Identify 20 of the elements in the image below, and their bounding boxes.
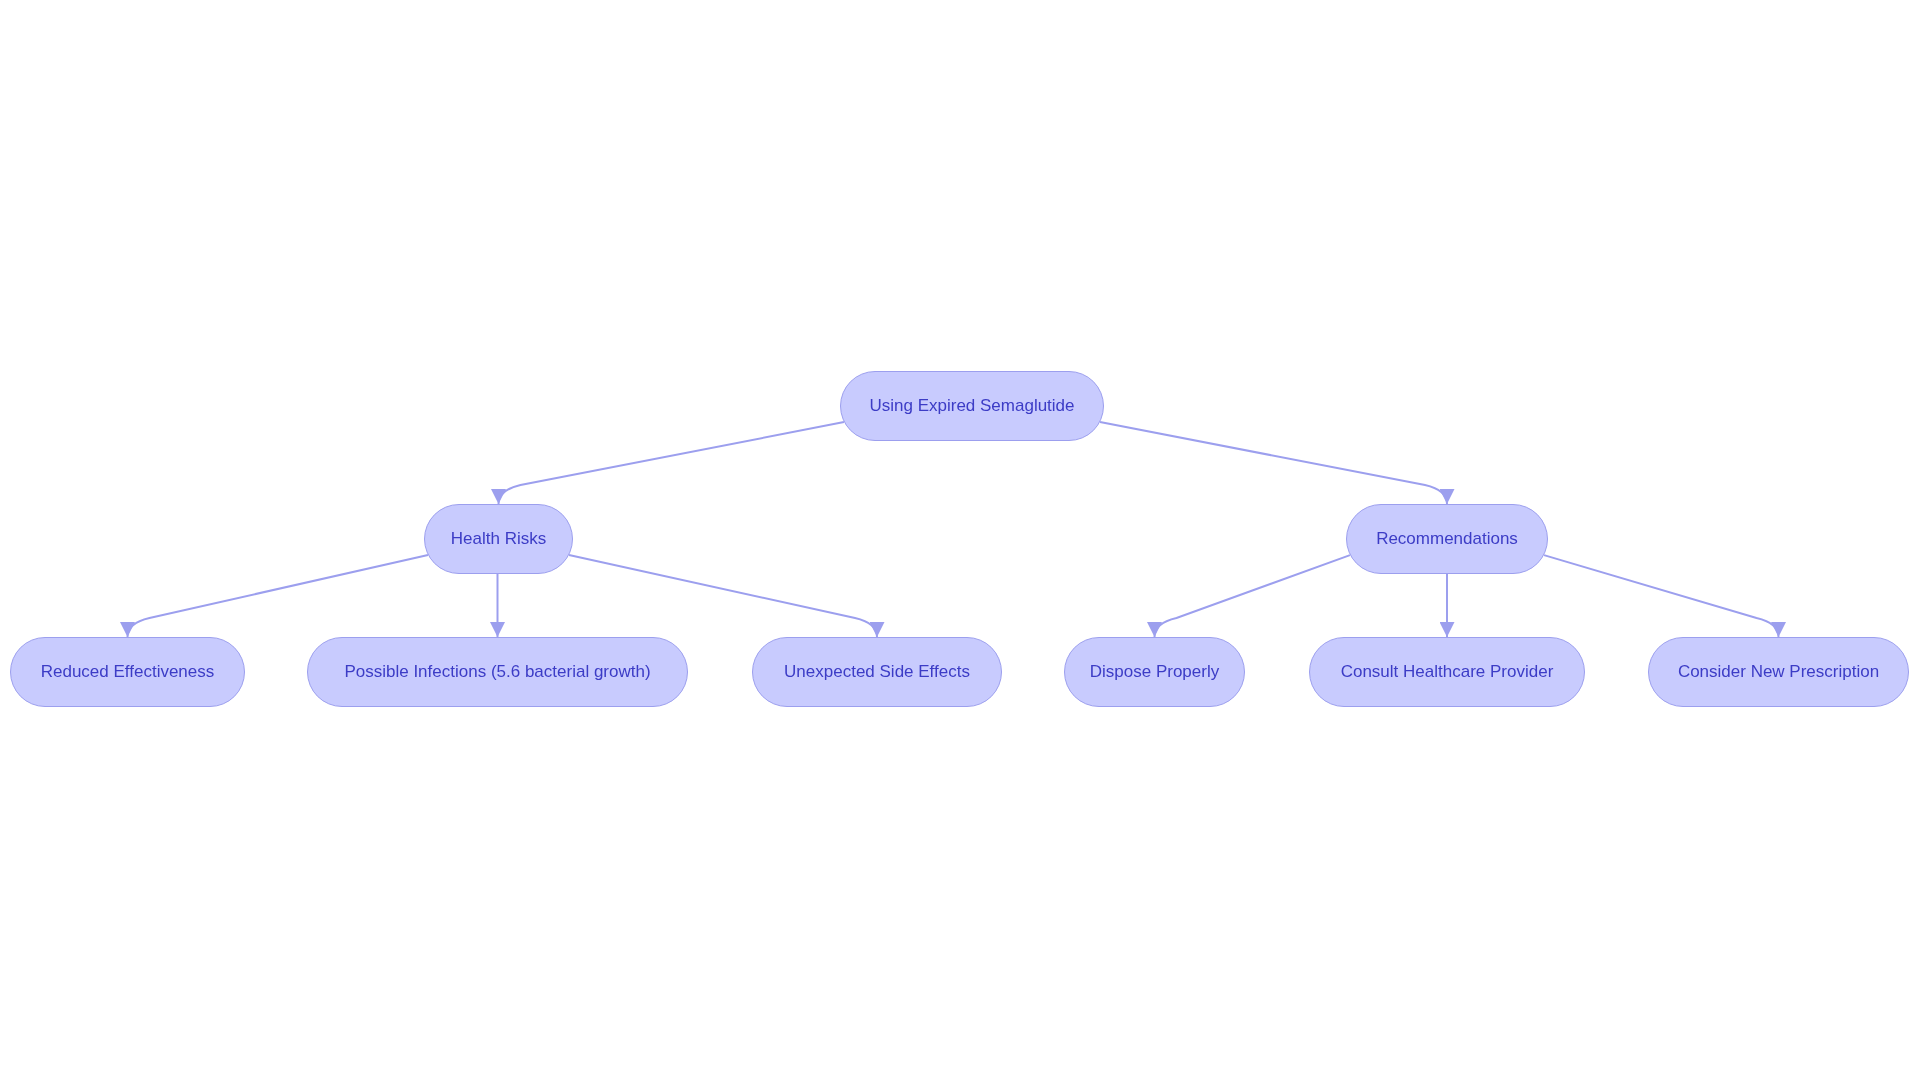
arrow — [1099, 421, 1454, 505]
node-label: Recommendations — [1376, 528, 1518, 550]
arrow — [1439, 573, 1455, 638]
node-label: Unexpected Side Effects — [784, 661, 970, 683]
node-label: Health Risks — [450, 528, 547, 550]
node-label: Reduced Effectiveness — [40, 661, 215, 683]
rounded-node — [1346, 504, 1548, 574]
arrow — [121, 554, 429, 638]
arrow — [568, 554, 884, 638]
node-label: Using Expired Semaglutide — [869, 395, 1075, 417]
node-label: Consider New Prescription — [1677, 661, 1880, 683]
node-label: Consult Healthcare Provider — [1340, 661, 1554, 683]
arrow — [1148, 554, 1351, 638]
rounded-node — [840, 371, 1104, 441]
node-label: Possible Infections (5.6 bacterial growth) — [344, 661, 651, 683]
rounded-node — [424, 504, 573, 574]
arrow — [492, 421, 845, 505]
arrow — [490, 573, 505, 638]
arrow — [1543, 554, 1785, 638]
node-label: Dispose Properly — [1089, 661, 1220, 683]
